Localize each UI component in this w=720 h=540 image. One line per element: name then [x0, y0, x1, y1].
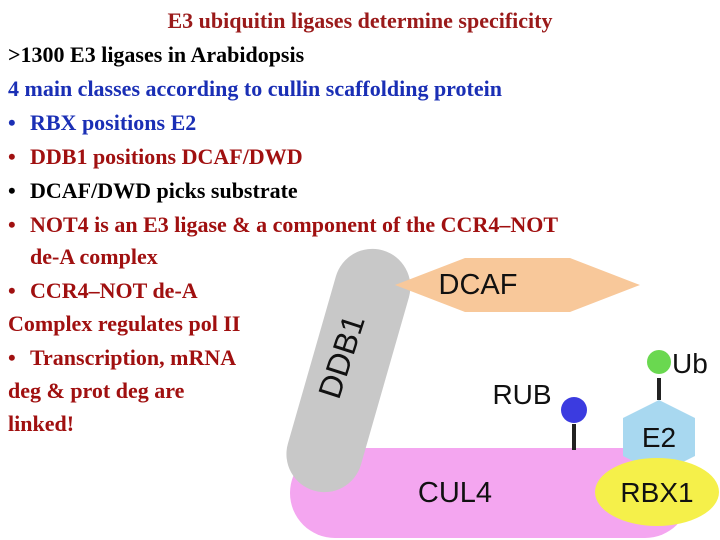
line-text: >1300 E3 ligases in Arabidopsis [8, 42, 305, 67]
text-line-2: 4 main classes according to cullin scaff… [8, 76, 502, 102]
line-text: Complex regulates pol II [8, 311, 241, 336]
bullet-transcription: • Transcription, mRNA [8, 345, 236, 371]
bullet-marker: • [8, 144, 16, 169]
cul4-label: CUL4 [418, 477, 492, 509]
ddb1-group [286, 248, 411, 493]
text-line-de-a: de-A complex [30, 244, 158, 270]
line-text: NOT4 is an E3 ligase & a component of th… [30, 212, 559, 237]
e2-label: E2 [642, 422, 676, 453]
line-text: de-A complex [30, 244, 158, 269]
line-text: deg & prot deg are [8, 378, 185, 403]
bullet-dcaf: • DCAF/DWD picks substrate [8, 178, 298, 204]
bullet-marker: • [8, 212, 16, 237]
cul4-shape [290, 448, 690, 538]
text-line-complex: Complex regulates pol II [8, 311, 240, 337]
text-line-linked: linked! [8, 411, 74, 437]
text-line-deg: deg & prot deg are [8, 378, 184, 404]
bullet-not4: • NOT4 is an E3 ligase & a component of t… [8, 212, 558, 238]
line-text: Transcription, mRNA [30, 345, 237, 370]
ub-label: Ub [672, 348, 708, 379]
bullet-ddb1: • DDB1 positions DCAF/DWD [8, 144, 303, 170]
dcaf-shape [395, 258, 640, 312]
dcaf-label: DCAF [439, 269, 518, 301]
ddb1-shape [286, 248, 411, 493]
bullet-ccr4: • CCR4–NOT de-A [8, 278, 198, 304]
line-text: DCAF/DWD picks substrate [30, 178, 298, 203]
ub-ball [647, 350, 671, 374]
line-text: linked! [8, 411, 75, 436]
line-text: DDB1 positions DCAF/DWD [30, 144, 303, 169]
bullet-marker: • [8, 178, 16, 203]
e2-shape [623, 400, 695, 474]
rub-label: RUB [492, 379, 551, 410]
bullet-marker: • [8, 278, 16, 303]
line-text: RBX positions E2 [30, 110, 197, 135]
slide-title: E3 ubiquitin ligases determine specifici… [167, 8, 553, 33]
bullet-marker: • [8, 110, 16, 135]
line-text: CCR4–NOT de-A [30, 278, 198, 303]
rbx1-shape [595, 458, 719, 526]
bullet-marker: • [8, 345, 16, 370]
line-text: 4 main classes according to cullin scaff… [8, 76, 502, 101]
rub-ball [561, 397, 587, 423]
rbx1-label: RBX1 [620, 477, 693, 508]
text-line-1: >1300 E3 ligases in Arabidopsis [8, 42, 304, 68]
bullet-rbx: • RBX positions E2 [8, 110, 196, 136]
